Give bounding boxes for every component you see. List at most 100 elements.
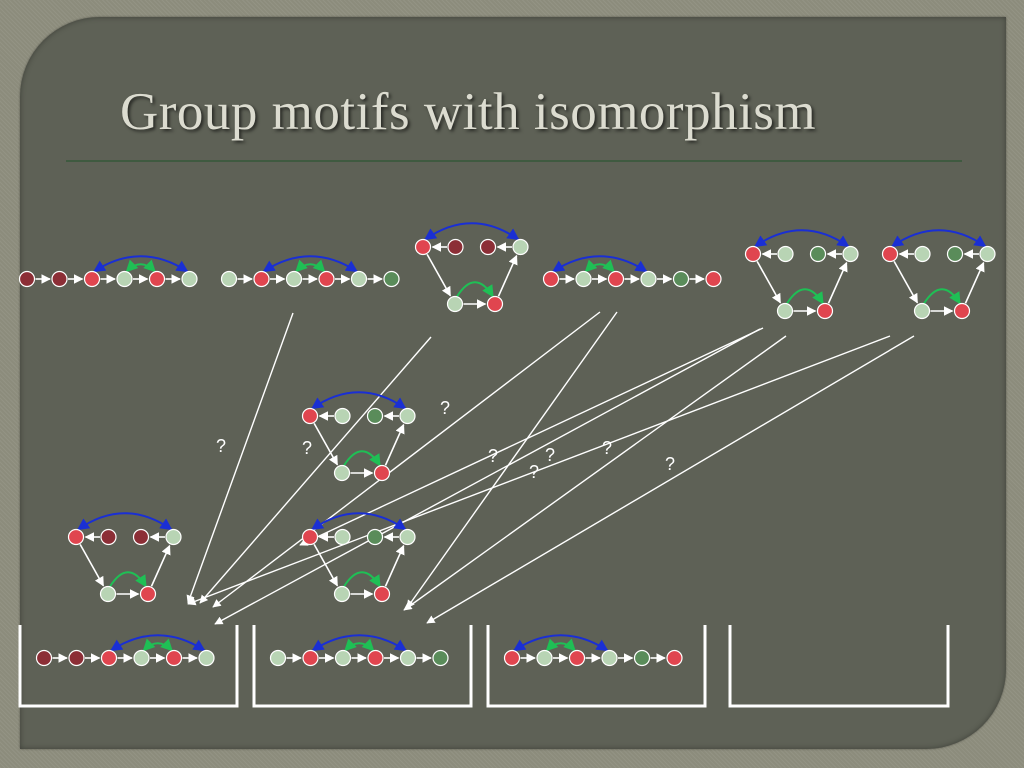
blue-arc — [109, 634, 206, 652]
blue-arc — [77, 512, 173, 531]
assignment-arrow-7 — [187, 335, 891, 606]
question-mark: ? — [216, 436, 226, 456]
green-node — [366, 407, 384, 425]
slide-title: Group motifs with isomorphism — [120, 83, 817, 141]
green-node — [809, 245, 827, 263]
green-arc — [109, 571, 147, 588]
motif-trap-6 — [301, 512, 416, 603]
red-node — [486, 295, 504, 313]
red-node — [301, 407, 319, 425]
red-node — [666, 649, 683, 667]
light-green-node — [399, 649, 417, 667]
blue-arc — [311, 512, 407, 531]
light-green-node — [198, 649, 215, 667]
assignment-arrow-3 — [212, 311, 601, 608]
light-green-node — [269, 649, 287, 667]
dark-red-node — [68, 649, 85, 667]
light-green-node — [181, 270, 198, 288]
edge — [150, 544, 171, 587]
light-green-node — [640, 270, 657, 288]
green-node — [946, 245, 964, 263]
blue-arc — [512, 634, 609, 652]
motifs — [18, 222, 996, 667]
bin-motif-3 — [503, 634, 683, 667]
red-node — [318, 270, 335, 288]
question-mark: ? — [545, 445, 555, 465]
motif-trap-1 — [414, 222, 529, 313]
light-green-node — [777, 245, 794, 263]
light-green-node — [446, 295, 464, 313]
question-mark: ? — [529, 462, 539, 482]
assignment-arrow-5 — [299, 327, 764, 546]
edge — [313, 544, 339, 587]
question-mark: ? — [602, 438, 612, 458]
bin-motif-1 — [35, 634, 215, 667]
green-arc — [786, 288, 824, 305]
red-node — [165, 649, 183, 667]
light-green-node — [399, 528, 416, 546]
assignment-arrow-6 — [403, 335, 787, 611]
green-arc — [295, 259, 326, 273]
dark-red-node — [51, 270, 68, 288]
question-mark: ? — [488, 446, 498, 466]
edge — [497, 254, 518, 297]
light-green-node — [333, 464, 351, 482]
green-arc — [584, 259, 615, 273]
green-node — [633, 649, 651, 667]
group-bin-4 — [728, 625, 950, 708]
red-node — [503, 649, 521, 667]
slide-panel — [20, 17, 1006, 749]
motif-trap-2 — [744, 229, 859, 320]
assignment-arrow-2 — [199, 336, 432, 604]
green-arc — [456, 281, 494, 298]
question-mark: ? — [440, 398, 450, 418]
green-arc — [344, 638, 375, 652]
blue-arc — [424, 222, 520, 241]
edge — [313, 423, 339, 466]
blue-arc — [754, 229, 850, 248]
green-node — [672, 270, 690, 288]
bin-motif-2 — [269, 634, 449, 667]
blue-arc — [551, 255, 648, 273]
green-node — [366, 528, 384, 546]
dark-red-node — [35, 649, 53, 667]
motif-chain-1 — [18, 255, 198, 288]
dark-red-node — [479, 238, 497, 256]
light-green-node — [536, 649, 553, 667]
question-mark: ? — [302, 438, 312, 458]
blue-arc — [92, 255, 189, 273]
light-green-node — [512, 238, 529, 256]
dark-red-node — [100, 528, 117, 546]
light-green-node — [979, 245, 996, 263]
red-node — [148, 270, 166, 288]
light-green-node — [399, 407, 416, 425]
light-green-node — [99, 585, 117, 603]
dark-red-node — [447, 238, 464, 256]
title-underline — [66, 160, 962, 162]
green-node — [383, 270, 400, 288]
red-node — [953, 302, 971, 320]
assignment-arrow-9 — [214, 328, 761, 625]
edge — [384, 544, 405, 587]
light-green-node — [334, 407, 351, 425]
red-node — [301, 528, 319, 546]
assignment-arrow-8 — [426, 335, 915, 624]
light-green-node — [333, 585, 351, 603]
light-green-node — [116, 270, 133, 288]
light-green-node — [575, 270, 592, 288]
red-node — [607, 270, 625, 288]
red-node — [744, 245, 762, 263]
red-node — [881, 245, 899, 263]
light-green-node — [776, 302, 794, 320]
assignment-arrow-4 — [406, 311, 618, 609]
light-green-node — [220, 270, 238, 288]
edge — [893, 261, 919, 304]
edge — [964, 261, 985, 304]
motif-chain-2 — [220, 255, 400, 288]
blue-arc — [311, 391, 407, 410]
light-green-node — [165, 528, 182, 546]
question-marks: ???????? — [216, 398, 675, 482]
red-node — [414, 238, 432, 256]
green-arc — [142, 638, 173, 652]
